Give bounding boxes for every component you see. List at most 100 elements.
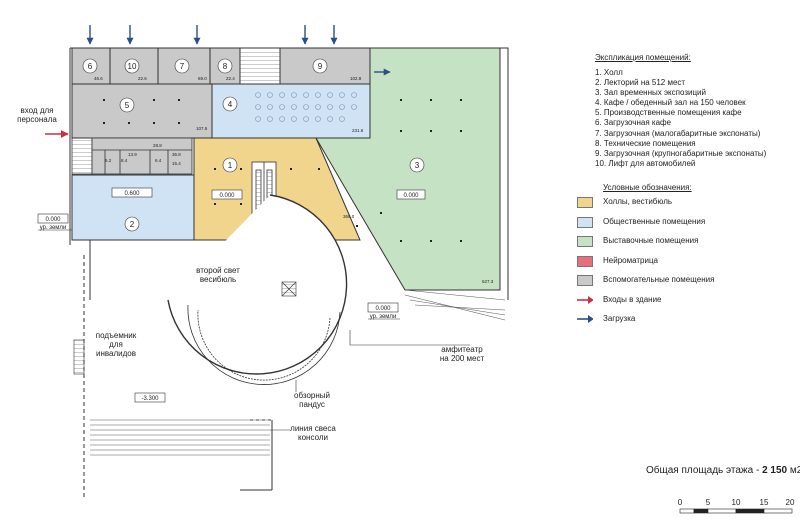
room-4 xyxy=(211,83,371,139)
scale-tick-15: 15 xyxy=(760,498,769,507)
scale-tick-0: 0 xyxy=(678,498,683,507)
room-number-9: 9 xyxy=(318,62,323,71)
total-area-unit: м2 xyxy=(789,465,800,476)
svg-text:69.0: 69.0 xyxy=(198,76,207,81)
svg-text:102.8: 102.8 xyxy=(350,76,362,81)
legend-swatch xyxy=(577,275,593,286)
total-area: Общая площадь этажа - 2 150 м2 xyxy=(646,465,800,476)
svg-text:107.6: 107.6 xyxy=(196,126,208,131)
room-number-8: 8 xyxy=(223,62,228,71)
stairs-bottom xyxy=(90,419,270,456)
room-2-level-box xyxy=(111,187,153,198)
leader-lines xyxy=(270,330,470,431)
svg-text:22.6: 22.6 xyxy=(138,76,147,81)
room-number-5: 5 xyxy=(125,101,130,110)
room-number-1: 1 xyxy=(228,161,233,170)
legend-label: Выставочные помещения xyxy=(603,236,699,245)
small-service-rooms xyxy=(71,137,193,175)
legend-swatch xyxy=(577,236,593,247)
ground-right-value: 0.000 xyxy=(375,306,391,312)
legend-title: Условные обозначения: xyxy=(603,183,692,192)
total-area-label: Общая площадь этажа - xyxy=(646,465,763,476)
svg-text:13.9: 13.9 xyxy=(128,152,137,157)
room-number-7: 7 xyxy=(180,62,185,71)
legend-label: Общественные помещения xyxy=(603,216,706,226)
stair-top xyxy=(239,47,281,85)
amphitheatre xyxy=(404,289,506,321)
ground-box-left xyxy=(37,213,69,224)
legend-swatch xyxy=(577,255,593,267)
explication-item: 1. Холл xyxy=(595,68,623,77)
legend-swatch xyxy=(577,197,593,208)
pit-level-box xyxy=(134,392,166,403)
level-expo: 0.000 xyxy=(403,193,419,199)
room-number-6: 6 xyxy=(88,62,93,71)
svg-text:28.8: 28.8 xyxy=(153,143,162,148)
explication-item: 7. Загрузочная (малогабаритные экспонаты… xyxy=(595,128,761,138)
total-area-value: 2 150 xyxy=(762,465,788,476)
ground-box-right xyxy=(367,302,399,313)
legend-label: Загрузка xyxy=(603,314,636,323)
scale-tick-20: 20 xyxy=(786,498,795,507)
level-hall: 0.000 xyxy=(219,193,235,199)
ground-left-value: 0.000 xyxy=(45,217,61,223)
level-pit: -3.300 xyxy=(141,396,159,402)
explication-item: 4. Кафе / обеденный зал на 150 человек xyxy=(595,98,746,108)
room-number-markers: 6 10 7 8 9 5 4 1 2 3 xyxy=(82,58,425,232)
explication-item: 2. Лекторий на 512 мест xyxy=(595,78,686,88)
level-lecture: 0.600 xyxy=(124,191,140,197)
legend-swatch xyxy=(577,216,593,228)
svg-text:46.6: 46.6 xyxy=(94,76,103,81)
svg-text:36.8: 36.8 xyxy=(172,152,181,157)
room-number-3: 3 xyxy=(415,161,420,170)
room-3 xyxy=(315,47,501,291)
scale-tick-5: 5 xyxy=(706,498,711,507)
cafe-tables xyxy=(255,92,357,122)
svg-text:15.4: 15.4 xyxy=(172,161,181,166)
explication-item: 9. Загрузочная (крупногабаритные экспона… xyxy=(595,148,767,158)
arrow-right-icon xyxy=(577,295,593,304)
room-number-10: 10 xyxy=(128,62,137,71)
arrow-right-icon xyxy=(577,315,593,323)
explication-list: 1. Холл 2. Лекторий на 512 мест 3. Зал в… xyxy=(595,68,766,169)
room-5 xyxy=(71,83,213,139)
explication-item: 10. Лифт для автомобилей xyxy=(595,158,696,168)
explication-title: Экспликация помещений: xyxy=(595,53,691,62)
scale-bar: 0 5 10 15 20 xyxy=(678,498,795,514)
ground-left-text: ур. земли xyxy=(40,225,67,231)
room-1-level-box xyxy=(211,189,243,200)
svg-text:231.6: 231.6 xyxy=(352,128,364,133)
area-labels: 46.6 22.6 69.0 22.4 102.8 107.6 231.6 36… xyxy=(94,76,494,284)
ground-right-text: ур. земли xyxy=(370,314,397,320)
scale-tick-10: 10 xyxy=(732,498,741,507)
legend-label: Входы в здание xyxy=(603,294,662,304)
legend-label: Вспомогательные помещения xyxy=(603,275,715,284)
svg-text:6.4: 6.4 xyxy=(155,158,162,163)
explication-item: 8. Технические помещения xyxy=(595,138,696,148)
legend-label: Нейроматрица xyxy=(603,255,658,265)
svg-text:627.3: 627.3 xyxy=(482,279,494,284)
lift-platform xyxy=(73,339,85,375)
svg-text:369.0: 369.0 xyxy=(343,214,355,219)
atrium xyxy=(89,194,348,385)
explication-item: 3. Зал временных экспозиций xyxy=(595,88,706,98)
svg-text:8.4: 8.4 xyxy=(121,158,128,163)
legend-label: Холлы, вестибюль xyxy=(603,197,673,206)
loading-arrows xyxy=(86,25,391,76)
svg-text:6.2: 6.2 xyxy=(105,158,112,163)
room-3-level-box xyxy=(396,189,426,200)
room-number-2: 2 xyxy=(130,220,135,229)
explication-item: 5. Производственные помещения кафе xyxy=(595,108,742,118)
explication-item: 6. Загрузочная кафе xyxy=(595,118,672,128)
room-number-4: 4 xyxy=(228,100,233,109)
level-labels: 0.600 0.000 0.000 -3.300 0.000 ур. земли… xyxy=(40,191,419,402)
svg-text:22.4: 22.4 xyxy=(226,76,235,81)
